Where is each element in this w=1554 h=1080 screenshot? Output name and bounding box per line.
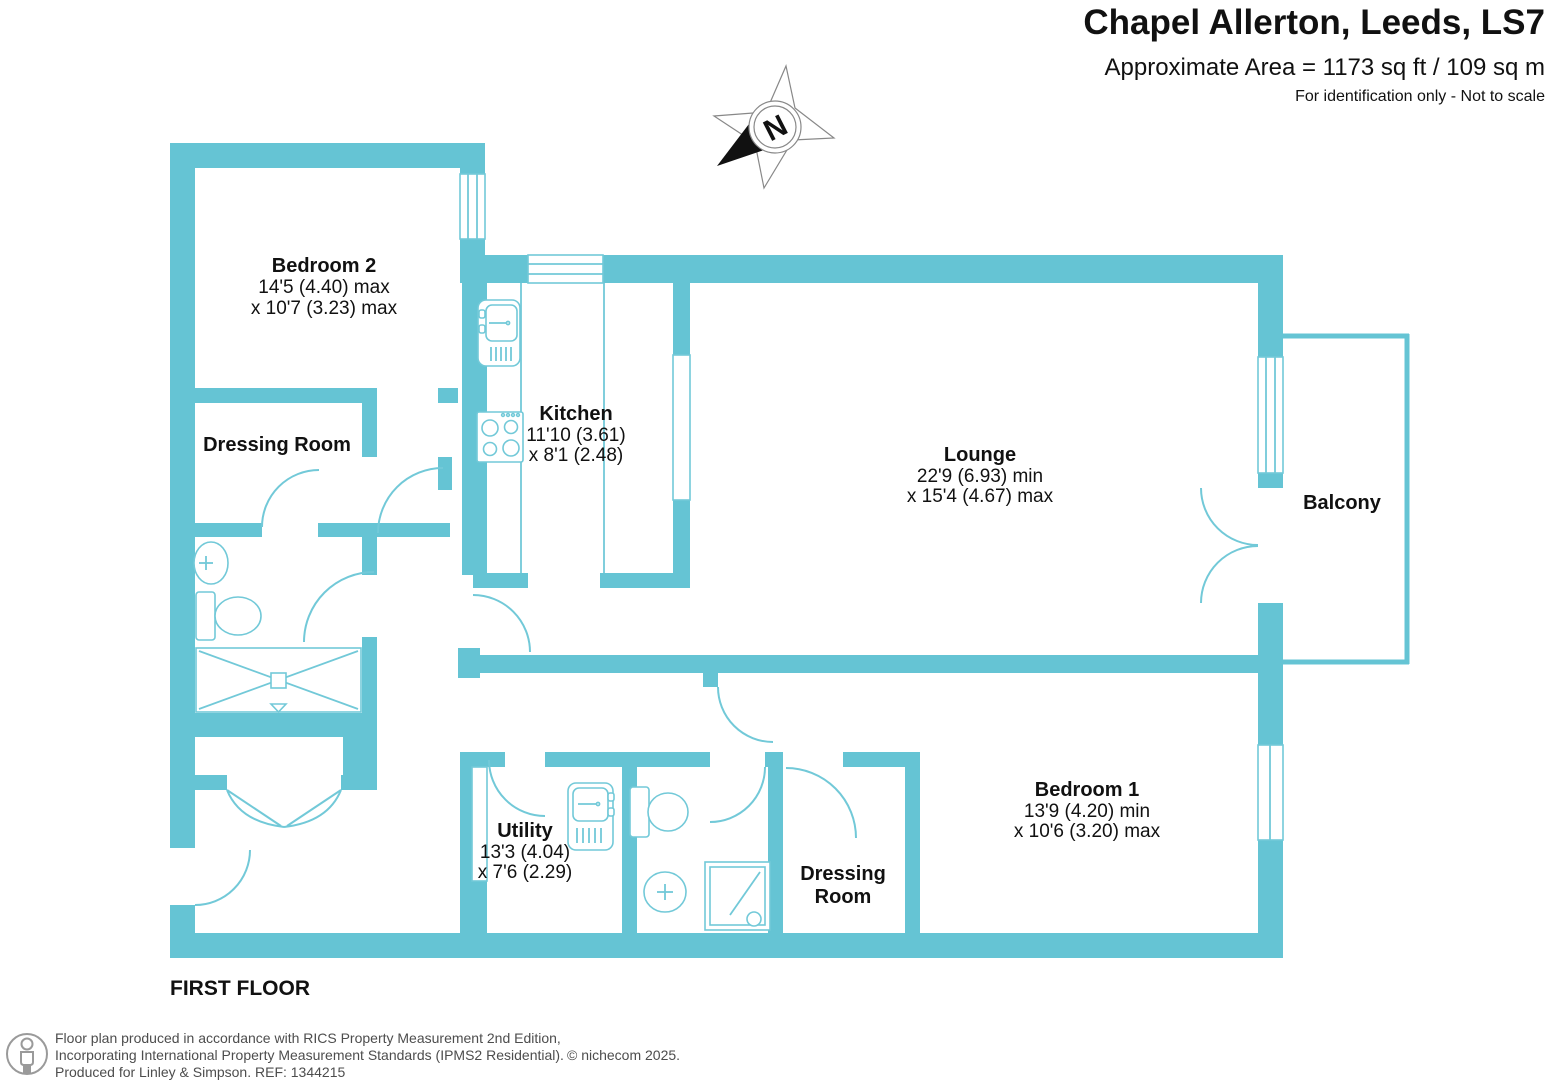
- label-kitchen: Kitchen 11'10 (3.61) x 8'1 (2.48): [526, 403, 625, 466]
- bathroom1-basin-icon: [193, 541, 229, 585]
- recess-utility: [471, 766, 488, 882]
- window-lounge: [1257, 356, 1284, 474]
- svg-text:Room: Room: [815, 886, 872, 908]
- svg-text:x 15'4 (4.67) max: x 15'4 (4.67) max: [907, 486, 1054, 507]
- door-bedroom2-corridor: [377, 467, 444, 534]
- balcony-outline: [1283, 333, 1410, 665]
- cupboard-double-doors: [226, 789, 342, 828]
- svg-text:x 10'6 (3.20) max: x 10'6 (3.20) max: [1014, 821, 1161, 842]
- svg-text:Dressing Room: Dressing Room: [203, 434, 351, 456]
- door-bathroom-2: [709, 766, 766, 823]
- svg-text:Balcony: Balcony: [1303, 492, 1382, 514]
- compass-rose-icon: N: [712, 64, 836, 190]
- fixtures: [193, 283, 771, 931]
- svg-text:x 10'7 (3.23) max: x 10'7 (3.23) max: [251, 298, 398, 319]
- door-dressing-room-2: [785, 767, 857, 839]
- svg-text:22'9 (6.93) min: 22'9 (6.93) min: [917, 466, 1043, 487]
- footer-line3: Produced for Linley & Simpson. REF: 1344…: [55, 1064, 345, 1080]
- footer-line1: Floor plan produced in accordance with R…: [55, 1030, 561, 1046]
- bathroom2-toilet-icon: [629, 786, 689, 838]
- label-bedroom1: Bedroom 1 13'9 (4.20) min x 10'6 (3.20) …: [1014, 779, 1161, 842]
- door-inner-hall: [717, 686, 774, 743]
- door-arcs: [194, 467, 1259, 906]
- area-text: Approximate Area = 1173 sq ft / 109 sq m: [1105, 54, 1545, 81]
- header: Chapel Allerton, Leeds, LS7 Approximate …: [1083, 3, 1545, 105]
- label-bedroom2: Bedroom 2 14'5 (4.40) max x 10'7 (3.23) …: [251, 255, 398, 319]
- window-kitchen: [527, 254, 604, 284]
- footer: Floor plan produced in accordance with R…: [6, 1030, 680, 1080]
- copyright-text: © nichecom 2025.: [567, 1047, 680, 1063]
- page-title: Chapel Allerton, Leeds, LS7: [1083, 3, 1545, 42]
- door-bathroom-1: [303, 571, 375, 643]
- label-dressing1: Dressing Room: [203, 434, 351, 456]
- svg-text:x 8'1 (2.48): x 8'1 (2.48): [529, 445, 623, 466]
- bathroom1-bath-icon: [195, 647, 362, 714]
- french-door-lower: [1200, 545, 1259, 604]
- svg-text:14'5 (4.40) max: 14'5 (4.40) max: [258, 277, 390, 298]
- french-door-upper: [1200, 487, 1259, 546]
- label-balcony: Balcony: [1303, 492, 1382, 514]
- svg-text:Bedroom 2: Bedroom 2: [272, 255, 376, 277]
- bathroom2-shower-icon: [704, 861, 771, 931]
- door-entrance: [194, 849, 251, 906]
- window-bedroom2: [459, 173, 486, 240]
- svg-text:11'10 (3.61): 11'10 (3.61): [526, 425, 625, 446]
- label-lounge: Lounge 22'9 (6.93) min x 15'4 (4.67) max: [907, 444, 1054, 507]
- svg-text:Kitchen: Kitchen: [539, 403, 612, 425]
- door-kitchen: [472, 594, 531, 653]
- floor-label: FIRST FLOOR: [170, 977, 310, 1000]
- bathroom2-basin-icon: [643, 871, 687, 913]
- kitchen-hob-icon: [476, 411, 524, 463]
- svg-text:13'9 (4.20) min: 13'9 (4.20) min: [1024, 801, 1150, 822]
- utility-sink-icon: [567, 782, 615, 851]
- svg-text:13'3 (4.04): 13'3 (4.04): [480, 842, 570, 863]
- door-utility: [488, 759, 546, 817]
- svg-text:Utility: Utility: [497, 820, 553, 842]
- glazed-panel-kitchen: [672, 354, 691, 501]
- label-dressing2: Dressing Room: [800, 863, 886, 908]
- label-utility: Utility 13'3 (4.04) x 7'6 (2.29): [478, 820, 572, 883]
- room-labels: Bedroom 2 14'5 (4.40) max x 10'7 (3.23) …: [203, 255, 1382, 908]
- svg-text:Bedroom 1: Bedroom 1: [1035, 779, 1139, 801]
- bathroom1-toilet-icon: [195, 591, 262, 641]
- svg-text:Dressing: Dressing: [800, 863, 886, 885]
- svg-text:Lounge: Lounge: [944, 444, 1016, 466]
- footer-line2: Incorporating International Property Mea…: [55, 1047, 564, 1063]
- windows: [459, 173, 1284, 882]
- window-bedroom1: [1257, 744, 1284, 841]
- disclaimer-note: For identification only - Not to scale: [1295, 88, 1545, 105]
- person-logo-icon: [6, 1033, 48, 1075]
- door-dressing-room-1: [261, 469, 320, 528]
- kitchen-sink-icon: [477, 299, 521, 367]
- svg-text:x 7'6 (2.29): x 7'6 (2.29): [478, 862, 572, 883]
